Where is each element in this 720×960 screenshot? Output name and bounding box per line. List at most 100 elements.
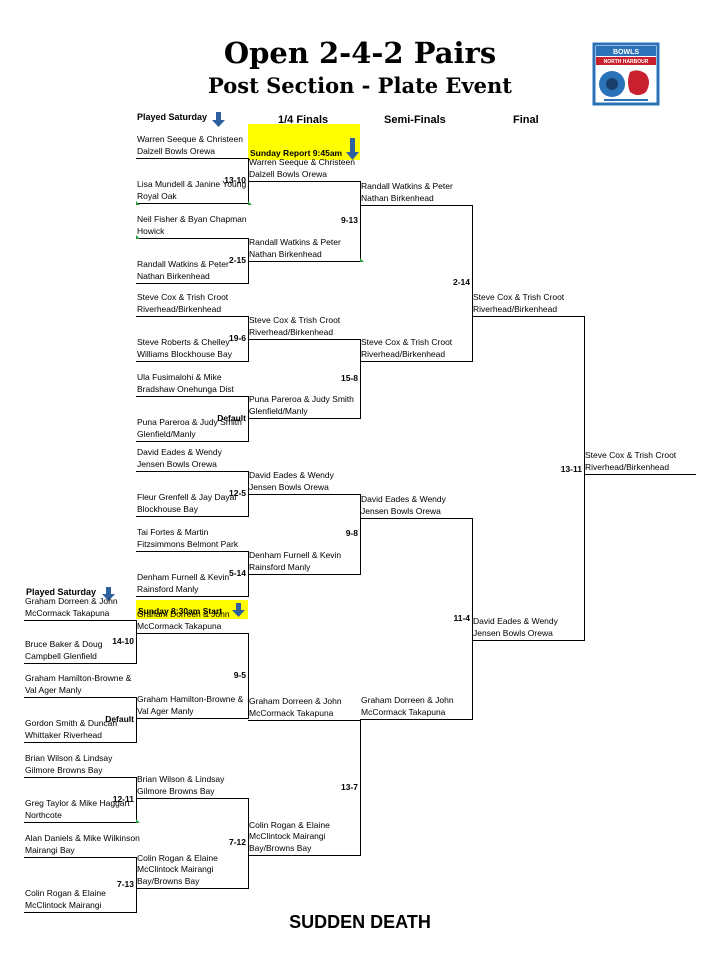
team-name-line: Randall Watkins & Peter	[361, 181, 453, 191]
bracket-connector	[360, 720, 361, 856]
match-score: 11-4	[453, 612, 470, 623]
match-score: 13-10	[224, 174, 246, 185]
team-name-line: Mairangi Bay	[25, 844, 75, 855]
team-name-line: Bay/Browns Bay	[249, 842, 312, 853]
team-name-line: David Eades & Wendy	[473, 616, 558, 626]
team-name-line: Brian Wilson & Lindsay	[25, 753, 113, 763]
team-name-line: Nathan Birkenhead	[249, 248, 322, 259]
team-name-line: Graham Hamilton-Browne &	[137, 694, 244, 704]
team-underline	[136, 718, 248, 719]
team-name-line: Brian Wilson & Lindsay	[137, 774, 225, 784]
team-underline	[136, 316, 248, 317]
team-name-line: Williams Blockhouse Bay	[137, 348, 232, 359]
team-underline	[24, 620, 136, 621]
team-underline	[136, 471, 248, 472]
team-name-line: Bay/Browns Bay	[137, 875, 200, 886]
sunday-start-label: Sunday 8:30am Start	[136, 600, 248, 619]
team-underline	[136, 361, 248, 362]
bracket-connector	[360, 494, 361, 575]
team-underline	[24, 857, 136, 858]
team-name-line: Alan Daniels & Mike Wilkinson	[25, 833, 140, 843]
team-name-line: David Eades & Wendy	[249, 470, 334, 480]
team-name-line: Riverhead/Birkenhead	[473, 303, 558, 314]
team-name-line: McClintock Mairangi	[249, 831, 326, 841]
match-score: 14-10	[112, 635, 134, 646]
team-name-line: Glenfield/Manly	[249, 405, 308, 416]
match-score: Default	[105, 713, 134, 724]
team-name-line: McCormack Takapuna	[249, 707, 334, 718]
team-name-line: McCormack Takapuna	[137, 620, 222, 631]
team-name-line: Steve Cox & Trish Croot	[137, 292, 229, 302]
team-underline	[248, 261, 360, 262]
team-name-line: Lisa Mundell & Janine Young	[137, 179, 247, 189]
bracket-connector	[136, 697, 137, 743]
team-name-line: Steve Cox & Trish Croot	[249, 315, 341, 325]
team-underline	[24, 777, 136, 778]
team-name-line: Northcote	[25, 809, 62, 820]
team-name-line: Rainsford Manly	[249, 561, 311, 572]
team-underline	[136, 396, 248, 397]
team-name-line: Puna Pareroa & Judy Smith	[137, 417, 242, 427]
team-underline	[136, 888, 248, 889]
team-name-line: McClintock Mairangi	[137, 864, 214, 874]
team-underline	[360, 719, 472, 720]
prelim-team-entry: Graham Hamilton-Browne &Val Ager Manly	[25, 673, 131, 696]
team-underline	[136, 516, 248, 517]
bracket-connector	[472, 518, 473, 720]
logo-subtext: NORTH HARBOUR	[604, 59, 649, 65]
team-name-line: Bruce Baker & Doug	[25, 639, 103, 649]
team-underline	[136, 203, 248, 204]
match-score: 12-5	[228, 487, 246, 498]
team-name-line: Howick	[137, 225, 165, 236]
team-underline	[136, 238, 248, 239]
played-saturday-label-2: Played Saturday	[26, 587, 97, 597]
team-underline	[24, 822, 136, 823]
played-saturday-label: Played Saturday	[137, 112, 208, 122]
column-header-semi-finals: Semi-Finals	[384, 114, 446, 126]
team-underline	[136, 798, 248, 799]
team-name-line: Riverhead/Birkenhead	[585, 461, 670, 472]
team-underline	[248, 574, 360, 575]
bracket-connector	[136, 857, 137, 913]
team-underline	[248, 418, 360, 419]
team-name-line: Campbell Glenfield	[25, 650, 97, 661]
team-name-line: Randall Watkins & Peter	[249, 237, 341, 247]
team-name-line: Royal Oak	[137, 190, 177, 201]
team-name-line: Steve Cox & Trish Croot	[473, 292, 565, 302]
down-arrow-icon	[232, 603, 245, 617]
team-name-line: Dalzell Bowls Orewa	[137, 145, 215, 156]
team-name-line: Graham Hamilton-Browne &	[25, 673, 132, 683]
match-score: 9-8	[345, 528, 358, 538]
team-name-line: Jensen Bowls Orewa	[473, 627, 553, 638]
bowls-logo-icon: BOWLS NORTH HARBOUR	[592, 42, 660, 106]
team-name-line: Denham Furnell & Kevin	[249, 550, 342, 560]
team-underline	[24, 663, 136, 664]
bracket-connector	[136, 777, 137, 823]
bowls-logo: BOWLS NORTH HARBOUR	[592, 42, 660, 106]
team-underline	[360, 205, 472, 206]
bracket-connector	[360, 339, 361, 419]
team-underline	[136, 633, 248, 634]
page-subtitle: Post Section - Plate Event	[208, 73, 512, 98]
team-name-line: Jensen Bowls Orewa	[249, 481, 329, 492]
team-name-line: Graham Dorreen & John	[137, 609, 230, 619]
